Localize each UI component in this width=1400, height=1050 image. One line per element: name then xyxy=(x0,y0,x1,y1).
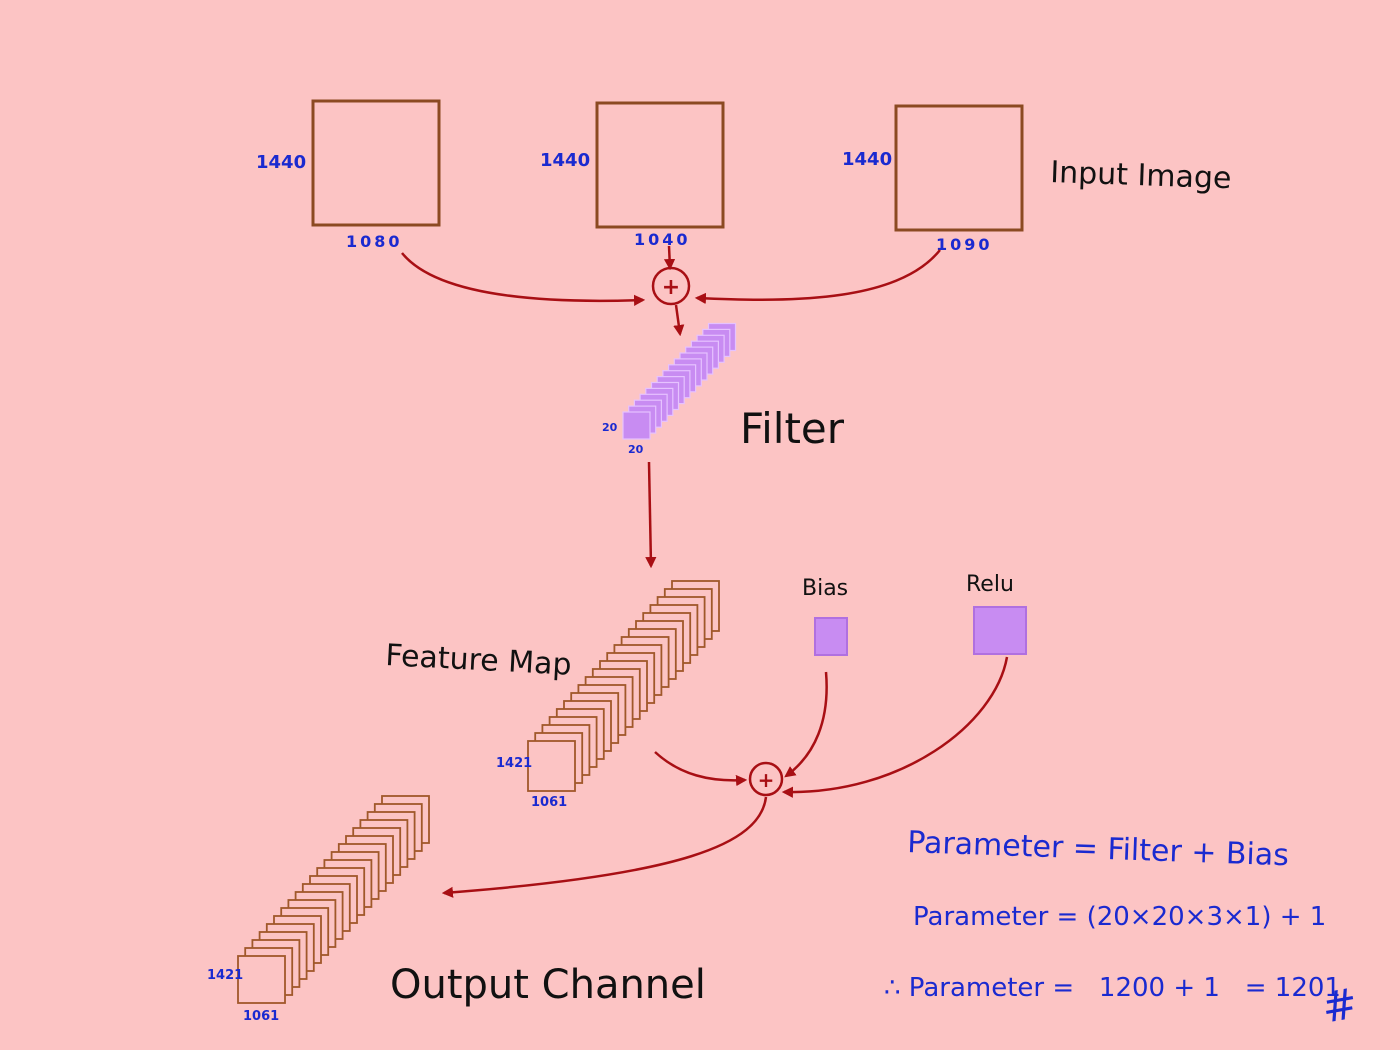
filter-height: 20 xyxy=(602,421,618,434)
arrow-image2-to-sum xyxy=(663,245,676,271)
filter-label: Filter xyxy=(740,404,845,453)
feature-map-width: 1061 xyxy=(531,795,567,810)
arrow-image3-to-sum xyxy=(694,249,941,305)
arrow-sum-to-filter xyxy=(673,304,685,337)
filter-stack xyxy=(622,322,737,440)
input-image-1-width: 1080 xyxy=(346,232,403,251)
input-image-2-width: 1040 xyxy=(634,230,691,249)
input-image-3-width: 1090 xyxy=(936,235,993,254)
arrow-relu-to-sum xyxy=(781,656,1009,798)
relu-box xyxy=(973,606,1027,655)
relu-label: Relu xyxy=(966,572,1014,597)
sum-node-top: + xyxy=(651,266,691,306)
sum-node-top-symbol: + xyxy=(662,275,680,300)
arrow-bias-to-sum xyxy=(784,671,828,778)
input-image-3: 1440 1090 xyxy=(842,104,1024,254)
input-image-1-height: 1440 xyxy=(256,152,306,173)
feature-map-label: Feature Map xyxy=(385,638,573,683)
output-channel-stack xyxy=(237,795,430,1004)
input-image-3-height: 1440 xyxy=(842,149,892,170)
output-height: 1421 xyxy=(207,968,243,983)
formula-hash: # xyxy=(1318,978,1361,1032)
input-image-2: 1440 1040 xyxy=(540,101,725,249)
arrow-sum-to-output xyxy=(441,796,768,898)
arrow-feature-map-to-sum xyxy=(654,751,748,787)
bottom-merge-arrows xyxy=(441,656,1009,898)
output-width: 1061 xyxy=(243,1009,279,1024)
formula-line-1: Parameter = Filter + Bias xyxy=(907,825,1290,873)
output-channel-layer xyxy=(237,955,286,1004)
feature-map-stack xyxy=(527,580,720,792)
sum-node-bottom-symbol: + xyxy=(758,768,775,792)
output-channel-label: Output Channel xyxy=(390,962,706,1008)
parameter-formulas: Parameter = Filter + Bias Parameter = (2… xyxy=(884,825,1361,1033)
input-image-label: Input Image xyxy=(1050,155,1232,196)
filter-width: 20 xyxy=(628,443,644,456)
formula-line-3: ∴ Parameter = 1200 + 1 = 1201 xyxy=(884,973,1341,1003)
feature-map-height: 1421 xyxy=(496,756,532,771)
input-image-1: 1440 1080 xyxy=(256,99,441,251)
sum-node-bottom: + xyxy=(748,761,784,797)
top-merge-arrows xyxy=(401,245,941,337)
arrow-filter-to-feature-map xyxy=(645,461,657,569)
arrow-image1-to-sum xyxy=(401,252,646,306)
feature-map-layer xyxy=(527,740,576,792)
filter-layer xyxy=(622,411,651,440)
bias-label: Bias xyxy=(802,576,848,601)
input-image-2-height: 1440 xyxy=(540,150,590,171)
formula-line-2: Parameter = (20×20×3×1) + 1 xyxy=(913,902,1326,932)
bias-box xyxy=(814,617,848,656)
